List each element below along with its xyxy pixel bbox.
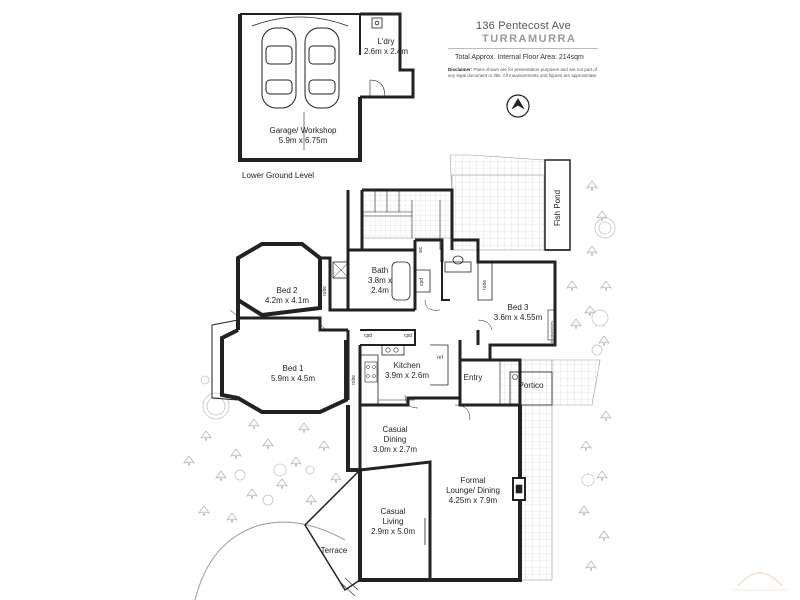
lower-level-label: Lower Ground Level (242, 171, 315, 180)
room-name: Bed 1 (282, 364, 304, 373)
main-level-walls (211, 159, 571, 597)
room-laundry: L'dry 2.6m x 2.4m (364, 37, 408, 57)
room-kitchen: Kitchen 3.9m x 2.6m (385, 361, 429, 381)
room-size: 2.6m x 2.4m (363, 47, 409, 56)
label-ref: ref (437, 355, 443, 361)
room-size: 3.9m x 2.6m (384, 371, 430, 380)
label-portico: Portico (518, 381, 544, 390)
lower-ground-level (238, 12, 415, 162)
label-robe-bed2: robe (322, 285, 328, 296)
room-name: L'dry (377, 37, 395, 46)
label-cpd-hall: cpd (419, 277, 425, 286)
north-arrow-icon (506, 94, 530, 118)
room-casual-dining: Casual Dining 3.0m x 2.7m (373, 425, 417, 455)
room-garage: Garage/ Workshop 5.9m x 6.75m (270, 126, 337, 146)
room-name: Bed 2 (276, 286, 298, 295)
room-bed3: Bed 3 3.6m x 4.55m (494, 303, 542, 323)
room-name-2: Dining (383, 435, 407, 444)
room-name: Casual (382, 425, 408, 434)
label-robe-bed1: robe (351, 374, 357, 385)
room-name-2: Lounge/ Dining (446, 486, 500, 495)
label-cpd-kitchen-1: cpd (364, 333, 373, 339)
room-name: Garage/ Workshop (269, 126, 337, 135)
disclaimer-title: Disclaimer: (448, 67, 473, 72)
room-size: 3.8m x (367, 276, 393, 285)
label-entry: Entry (463, 373, 483, 382)
address-title: 136 Pentecost Ave (476, 20, 571, 32)
room-size: 3.0m x 2.7m (372, 445, 418, 454)
watermark-logo (733, 572, 787, 591)
header-divider (448, 48, 598, 49)
car-icon (261, 27, 340, 109)
room-name: Bath (371, 266, 389, 275)
room-size: 5.9m x 4.5m (270, 374, 316, 383)
room-bath: Bath 3.8m x 2.4m (368, 266, 392, 296)
room-bed2: Bed 2 4.2m x 4.1m (265, 286, 309, 306)
room-size: 5.9m x 6.75m (278, 136, 328, 145)
room-size: 4.2m x 4.1m (264, 296, 310, 305)
room-name: Kitchen (393, 361, 421, 370)
room-name-2: Living (382, 517, 404, 526)
disclaimer-text: Plans shown are for presentation purpose… (448, 67, 598, 78)
label-robe-bed3: robe (482, 279, 488, 290)
room-name: Bed 3 (507, 303, 529, 312)
label-bookshelves: bookshelves (549, 320, 554, 343)
room-name: Casual (380, 507, 406, 516)
room-size: 2.9m x 5.0m (370, 527, 416, 536)
suburb-subtitle: TURRAMURRA (482, 33, 577, 45)
room-bed1: Bed 1 5.9m x 4.5m (271, 364, 315, 384)
label-wc: wc (418, 246, 424, 253)
room-size-2: 2.4m (371, 286, 389, 295)
label-cpd-kitchen-2: cpd (404, 333, 413, 339)
room-size: 4.25m x 7.9m (448, 496, 498, 505)
room-casual-living: Casual Living 2.9m x 5.0m (371, 507, 415, 537)
floor-area-label: Total Approx. Internal Floor Area: 214sq… (455, 54, 584, 61)
room-size: 3.6m x 4.55m (493, 313, 543, 322)
label-fish-pond: Fish Pond (553, 189, 562, 226)
room-formal-lounge: Formal Lounge/ Dining 4.25m x 7.9m (446, 476, 500, 506)
room-name: Formal (460, 476, 486, 485)
landscaping (183, 180, 616, 600)
disclaimer: Disclaimer: Plans shown are for presenta… (448, 67, 598, 78)
label-terrace: Terrace (320, 546, 348, 555)
